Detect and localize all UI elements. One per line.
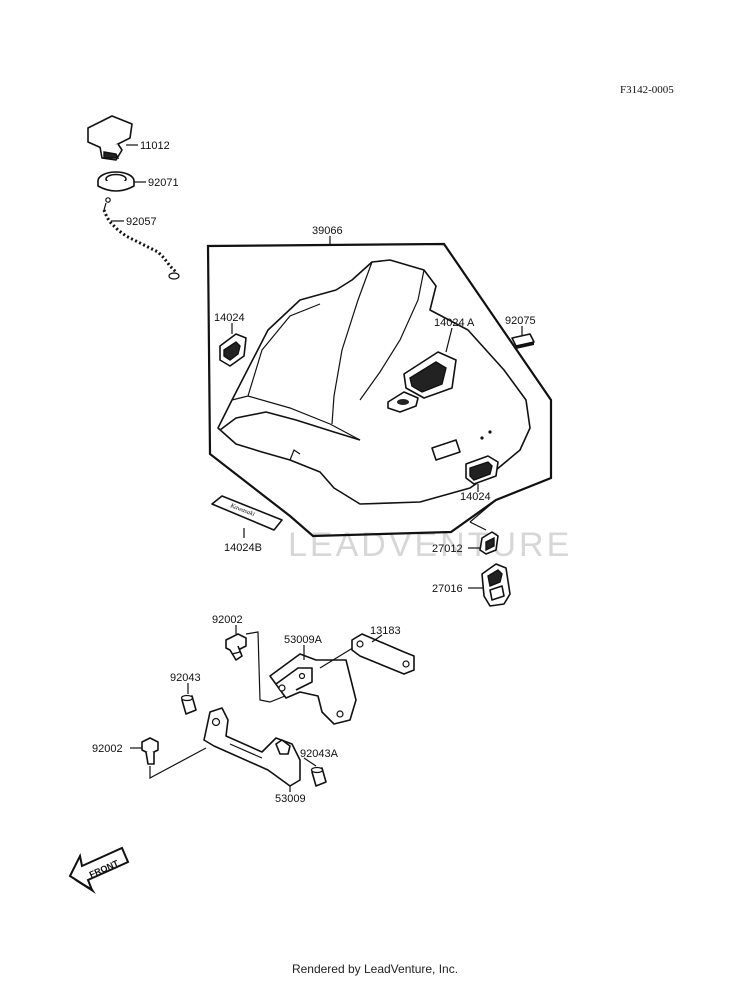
label-92002-bottom: 92002 [92,743,123,755]
cover-assembly: 39066 14024 [206,225,553,538]
latch-group: 27012 27016 [432,499,511,607]
bracket-group: 92002 53009A 13183 92043 [92,614,415,805]
figure-code: F3142-0005 [620,84,674,96]
cap-11012-icon [87,115,133,161]
label-92075: 92075 [505,315,536,327]
chain-92057-icon [102,197,180,280]
plate-13183-icon [351,633,415,675]
label-92043A: 92043A [300,748,339,760]
label-53009A: 53009A [284,634,323,646]
label-92043: 92043 [170,672,201,684]
pad-92075-icon [511,333,535,349]
cover-39066-icon [217,259,531,505]
grommet-14024-right-icon [465,455,499,485]
bolt-92002-bottom-icon [141,737,159,765]
bushing-92043A-icon [310,766,327,787]
label-92071: 92071 [148,177,179,189]
gasket-92071-icon [97,171,135,192]
label-14024A: 14024 A [434,317,475,329]
latch-27016-icon [481,563,511,607]
label-14024-right: 14024 [460,491,491,503]
label-27016: 27016 [432,583,463,595]
label-92002-top: 92002 [212,614,243,626]
assembly-frame [206,242,553,538]
bolt-92002-top-icon [225,633,247,661]
front-arrow: FRONT [68,846,130,894]
label-11012: 11012 [140,140,170,152]
bracket-53009A-icon [269,653,357,725]
label-92057: 92057 [126,216,157,228]
emblem-14024B-icon [211,495,283,531]
label-13183: 13183 [370,625,401,637]
bracket-53009-icon [203,707,301,787]
label-53009: 53009 [275,793,306,805]
label-27012: 27012 [432,543,463,555]
cap-group: 11012 92071 92057 [87,115,180,280]
footer-credit: Rendered by LeadVenture, Inc. [291,962,459,976]
emblem-14024B: Kawasaki 14024B [211,495,283,554]
label-14024B: 14024B [224,542,262,554]
latch-27012-icon [479,531,499,555]
grommet-14024-left-icon [219,333,247,367]
label-39066: 39066 [312,225,343,237]
label-14024-left: 14024 [214,312,245,324]
bushing-92043-icon [180,694,197,715]
